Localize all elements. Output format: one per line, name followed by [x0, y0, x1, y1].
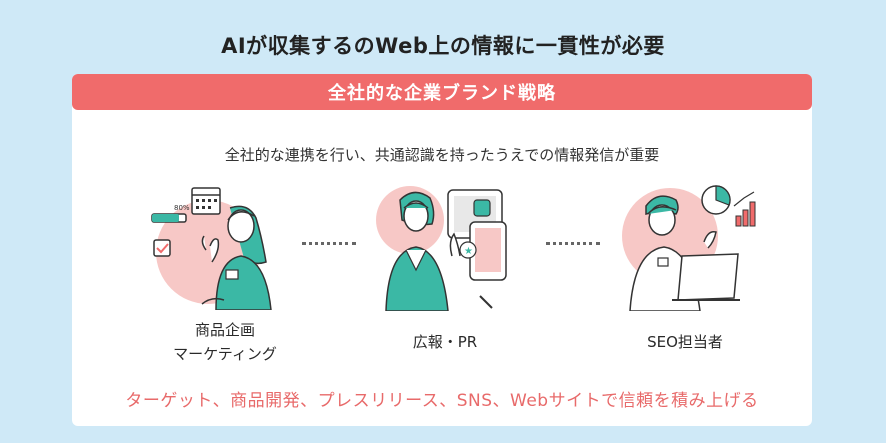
- woman-pr-icon: ★: [376, 186, 507, 311]
- role-pr: 広報・PR: [370, 330, 520, 354]
- role-planning-line1: 商品企画: [194, 321, 255, 339]
- role-pr-label: 広報・PR: [412, 333, 478, 351]
- role-planning-line2: マーケティング: [173, 345, 277, 363]
- role-planning-marketing: 商品企画 マーケティング: [150, 318, 300, 366]
- strategy-banner: 全社的な企業ブランド戦略: [72, 74, 812, 110]
- role-seo: SEO担当者: [610, 330, 760, 354]
- connector-dots-2: [546, 242, 600, 247]
- footer-message: ターゲット、商品開発、プレスリリース、SNS、Webサイトで信頼を積み上げる: [125, 391, 759, 411]
- man-seo-icon: [622, 185, 756, 311]
- woman-planning-icon: 80%: [151, 187, 272, 310]
- connector-dots-1: [302, 242, 356, 247]
- progress-label: 80%: [174, 204, 190, 212]
- page-title: AIが収集するのWeb上の情報に一貫性が必要: [221, 34, 665, 58]
- subtitle: 全社的な連携を行い、共通認識を持ったうえでの情報発信が重要: [224, 146, 660, 164]
- svg-text:★: ★: [464, 246, 473, 257]
- role-seo-label: SEO担当者: [647, 333, 723, 351]
